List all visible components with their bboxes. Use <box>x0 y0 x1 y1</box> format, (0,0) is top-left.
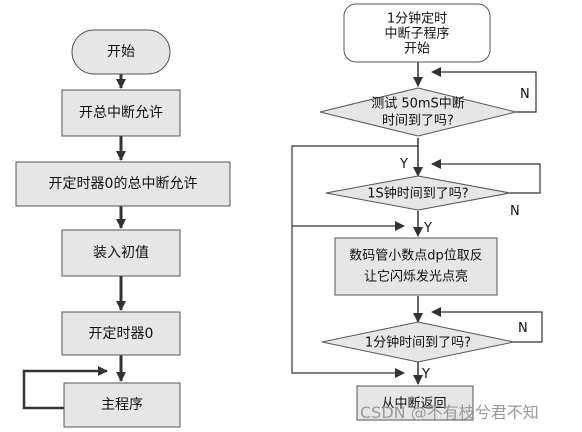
return-label: 从中断返回 <box>381 397 446 412</box>
label-n-2: N <box>510 204 520 219</box>
label-y-1: Y <box>399 157 408 172</box>
right-flowchart: 1分钟定时 中断子程序 开始 测试 50mS中断 时间到了吗? 1S钟时间到了吗… <box>291 3 543 421</box>
right-start-terminal <box>343 3 491 63</box>
left-start-label: 开始 <box>107 44 135 60</box>
loop-n-d1 <box>431 67 537 113</box>
watermark: CSDN @不有枝兮君不知 <box>360 403 539 422</box>
label-n-3: N <box>518 321 528 336</box>
left-step5-label: 主程序 <box>101 397 143 413</box>
label-y-3: Y <box>421 367 430 382</box>
decision2-label: 1S钟时间到了吗? <box>367 186 468 202</box>
process-toggle-dp <box>334 237 498 296</box>
process-line2: 让它闪烁发光点亮 <box>364 269 468 285</box>
decision-1s <box>325 175 511 211</box>
left-step-main-program <box>63 382 181 428</box>
right-start-line3: 开始 <box>404 42 430 57</box>
decision-1min <box>321 321 515 363</box>
loop-n-d3 <box>431 307 543 343</box>
main-loop-arrow <box>22 366 108 410</box>
right-start-line2: 中断子程序 <box>384 27 449 42</box>
process-line1: 数码管小数点dp位取反 <box>349 249 483 264</box>
return-path-line <box>291 145 418 378</box>
decision-50ms <box>319 87 517 137</box>
return-from-interrupt <box>356 385 474 421</box>
decision3-label: 1分钟时间到了吗? <box>365 335 471 351</box>
loop-n-d2 <box>431 159 541 194</box>
left-step-start-timer0 <box>61 311 181 356</box>
left-step4-label: 开定时器0 <box>89 326 154 342</box>
left-step1-label: 开总中断允许 <box>79 105 163 121</box>
decision1-line1: 测试 50mS中断 <box>371 97 465 112</box>
left-step-enable-interrupts <box>61 89 181 137</box>
left-step3-label: 装入初值 <box>93 244 149 261</box>
decision1-line2: 时间到了吗? <box>382 114 454 129</box>
left-start-terminal <box>71 29 171 75</box>
left-flowchart: 开始 开总中断允许 开定时器0的总中断允许 装入初值 开定时器0 主程序 <box>15 29 231 428</box>
right-start-line1: 1分钟定时 <box>387 11 447 27</box>
left-step-enable-timer0-interrupt <box>15 161 231 207</box>
label-n-1: N <box>520 87 530 102</box>
label-y-2: Y <box>423 221 432 236</box>
left-step2-label: 开定时器0的总中断允许 <box>49 176 198 192</box>
left-step-load-initial-value <box>61 229 181 277</box>
